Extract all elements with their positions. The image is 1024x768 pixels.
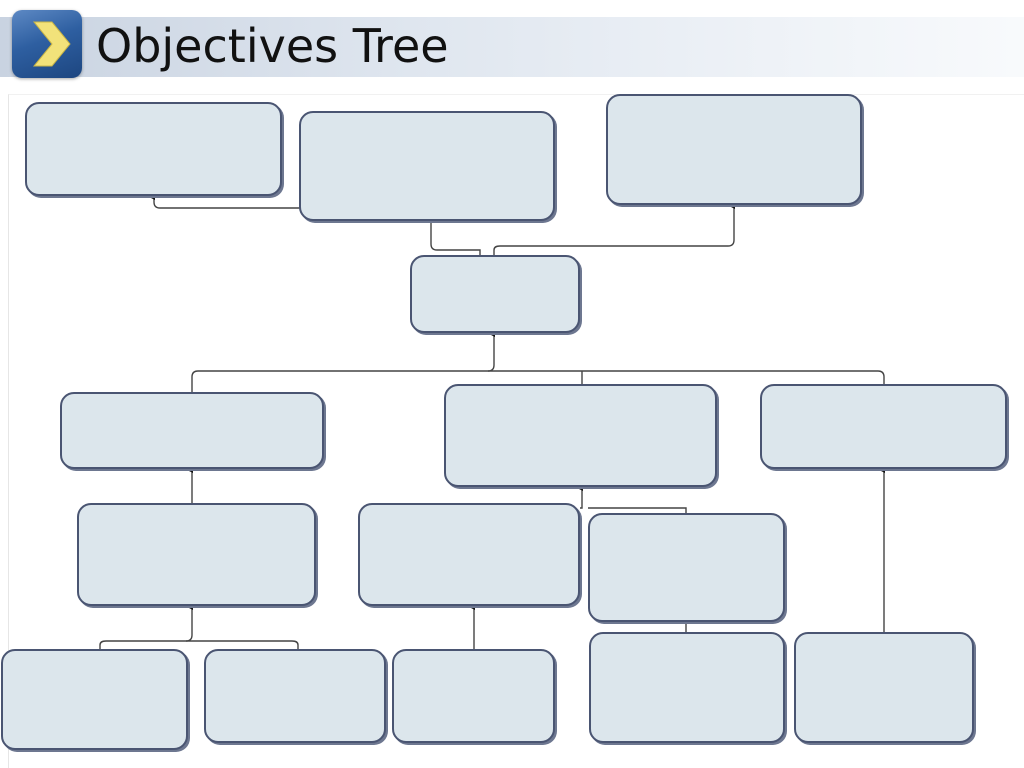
connector-mid-to-center [487,329,495,372]
tree-node-sub-right [588,513,785,622]
tree-node-sub-left [77,503,316,606]
tree-node-bottom-5 [794,632,974,743]
connector-mid-row-bus [191,370,885,392]
title-band [0,17,1024,77]
connector-top-left [147,192,300,209]
connector-top-right [493,201,735,255]
tree-node-mid-center [444,384,717,487]
connector-top-middle [430,221,481,255]
tree-node-mid-right [760,384,1007,469]
tree-node-bottom-2 [204,649,386,743]
tree-node-top-right [606,94,862,205]
tree-node-core [410,255,580,333]
tree-node-mid-left [60,392,324,469]
connector-center-sub-right [588,507,687,513]
connector-center-sub-bus [575,483,583,509]
content-frame [8,94,1024,768]
tree-node-bottom-3 [392,649,555,743]
page-title: Objectives Tree [96,19,449,73]
chevron-right-icon [12,10,82,78]
tree-node-bottom-1 [1,649,188,750]
connector-bottom-left-bus [99,640,299,649]
tree-node-top-left [25,102,282,196]
tree-node-top-center [299,111,555,221]
tree-node-bottom-4 [589,632,785,743]
connector-bottom-left-stem [185,602,193,642]
tree-node-sub-center [358,503,580,606]
